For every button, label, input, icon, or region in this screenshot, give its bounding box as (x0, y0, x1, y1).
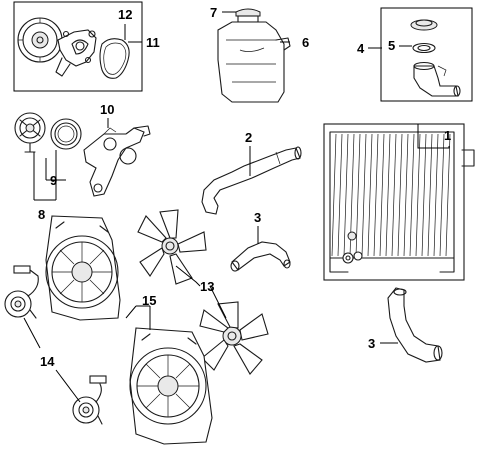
callout-5: 5 (388, 38, 395, 53)
callout-9: 9 (50, 173, 57, 188)
callout-labels: 1 2 3 3 4 5 6 7 8 9 10 11 12 13 14 15 (38, 5, 451, 369)
callout-10: 10 (100, 102, 114, 117)
reservoir-cap (235, 8, 261, 23)
callout-1: 1 (444, 128, 451, 143)
callout-8: 8 (38, 207, 45, 222)
cooling-fan-upper (137, 209, 207, 285)
callout-15: 15 (142, 293, 156, 308)
water-outlet-group-box (380, 7, 473, 102)
water-passage (83, 125, 151, 197)
leader-lines (23, 11, 450, 403)
fan-motor-right (72, 375, 107, 425)
water-pump (55, 29, 97, 77)
thermostat-gasket (50, 118, 82, 150)
callout-7: 7 (210, 5, 217, 20)
callout-3-lower: 3 (368, 336, 375, 351)
callout-4: 4 (357, 41, 365, 56)
fan-shroud-right (129, 327, 213, 445)
water-pump-gasket (99, 38, 130, 79)
callout-13: 13 (200, 279, 214, 294)
callout-6: 6 (302, 35, 309, 50)
callout-11: 11 (146, 35, 160, 50)
water-outlet (413, 61, 461, 97)
filler-cap (410, 19, 438, 31)
radiator-drain-plug (342, 251, 363, 264)
water-pump-pulley (17, 17, 63, 63)
thermostat (14, 112, 46, 153)
fan-motor-left (4, 265, 39, 319)
upper-radiator-hose (201, 146, 302, 215)
callout-2: 2 (245, 130, 252, 145)
cooling-fan-lower (199, 301, 269, 375)
callout-12: 12 (118, 7, 132, 22)
coolant-reservoir-tank (217, 21, 291, 103)
fan-shroud-left (45, 215, 121, 321)
callout-3-upper: 3 (254, 210, 261, 225)
callout-14: 14 (40, 354, 55, 369)
lower-radiator-hose (387, 287, 443, 363)
water-pump-group-box (13, 1, 143, 92)
seal-ring (412, 42, 436, 54)
small-radiator-hose (230, 241, 291, 272)
